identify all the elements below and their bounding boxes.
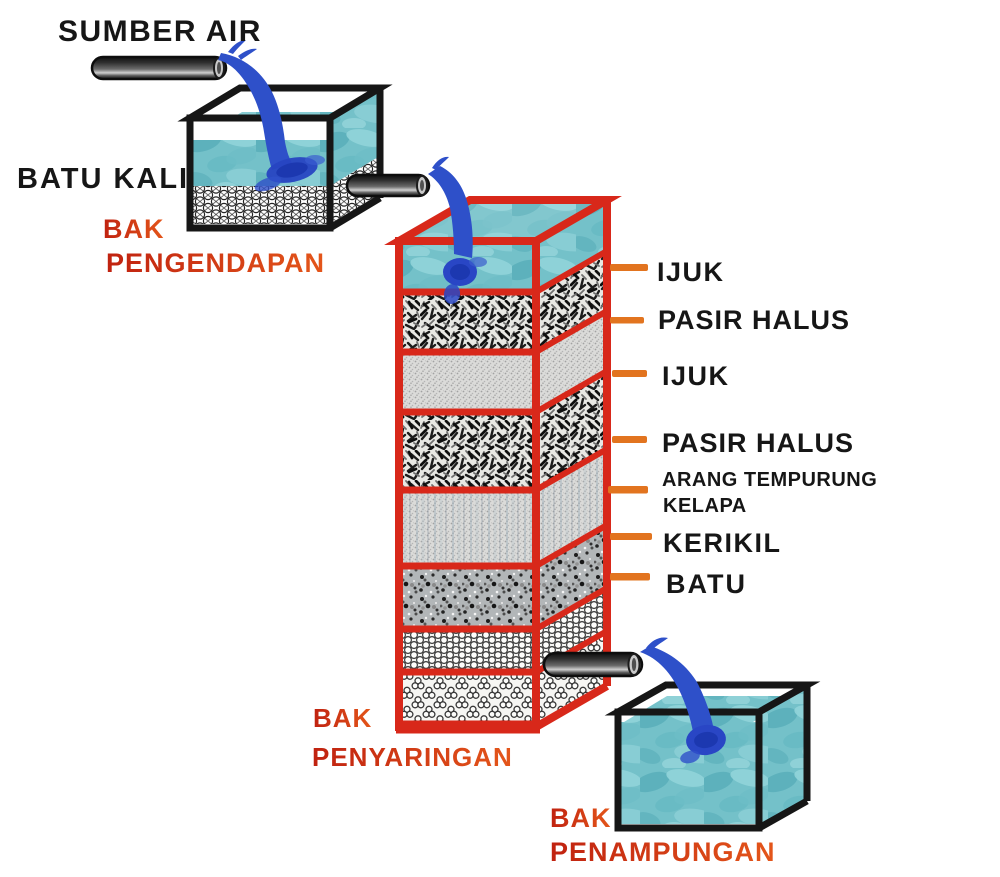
- splash: [680, 724, 726, 764]
- water-stream-icon: [432, 156, 449, 170]
- label-layer-arang-line2: KELAPA: [663, 495, 747, 517]
- label-bak-penampungan-line2: PENAMPUNGAN: [550, 837, 776, 867]
- stream-source-to-settling: [218, 40, 325, 192]
- filter-tank-water-surface: [399, 200, 607, 241]
- layer-tick-dash: [610, 264, 648, 271]
- layer-tick-dash: [610, 573, 650, 581]
- storage-tank: [604, 681, 821, 832]
- storage-tank-side-water: [759, 685, 807, 828]
- splash: [443, 257, 487, 304]
- label-layer-kerikil: KERIKIL: [663, 528, 782, 558]
- layer-tick-dash: [612, 370, 647, 377]
- label-batu-kali: BATU KALI: [17, 163, 189, 195]
- pipe-icon: [542, 651, 644, 678]
- filter-layer-kerikil: [399, 629, 536, 672]
- water-stream-icon: [228, 40, 246, 54]
- label-layer-ijuk-2: IJUK: [662, 361, 730, 391]
- filter-tank: [384, 196, 622, 734]
- label-layer-arang-line1: ARANG TEMPURUNG: [662, 469, 877, 491]
- label-bak-pengendapan-line1: BAK: [103, 214, 165, 244]
- layer-tick-dash: [610, 317, 644, 324]
- filter-layer-ijuk-1: [399, 292, 536, 352]
- settling-outlet-pipe: [345, 173, 431, 198]
- label-bak-pengendapan-line2: PENGENDAPAN: [106, 248, 325, 278]
- label-layer-ijuk-1: IJUK: [657, 257, 725, 287]
- label-layer-pasir-2: PASIR HALUS: [662, 428, 854, 458]
- layer-tick-dash: [608, 486, 648, 494]
- label-bak-penampungan-line1: BAK: [550, 803, 612, 833]
- filter-layer-pasir-halus-1: [399, 352, 536, 412]
- filter-layer-ijuk-2: [399, 412, 536, 490]
- stream-settling-to-filter: [428, 156, 487, 304]
- layer-ticks: [608, 264, 652, 581]
- settling-tank-batukali-layer: [190, 186, 330, 224]
- layer-tick-dash: [610, 533, 652, 540]
- layer-tick-dash: [612, 436, 647, 443]
- filter-outlet-pipe: [542, 651, 644, 678]
- filter-layer-batu: [399, 672, 536, 727]
- label-bak-penyaringan-line2: PENYARINGAN: [312, 742, 513, 772]
- pipe-icon: [90, 55, 228, 81]
- source-pipe: [90, 55, 228, 81]
- pipe-icon: [345, 173, 431, 198]
- label-layer-pasir-1: PASIR HALUS: [658, 305, 850, 335]
- label-bak-penyaringan-line1: BAK: [313, 703, 372, 733]
- label-layer-batu: BATU: [666, 569, 747, 599]
- stream-filter-to-storage: [640, 637, 726, 764]
- label-sumber-air: SUMBER AIR: [58, 15, 262, 48]
- filter-layer-arang: [399, 566, 536, 629]
- filter-tank-frame: [384, 196, 622, 734]
- splash: [254, 155, 325, 192]
